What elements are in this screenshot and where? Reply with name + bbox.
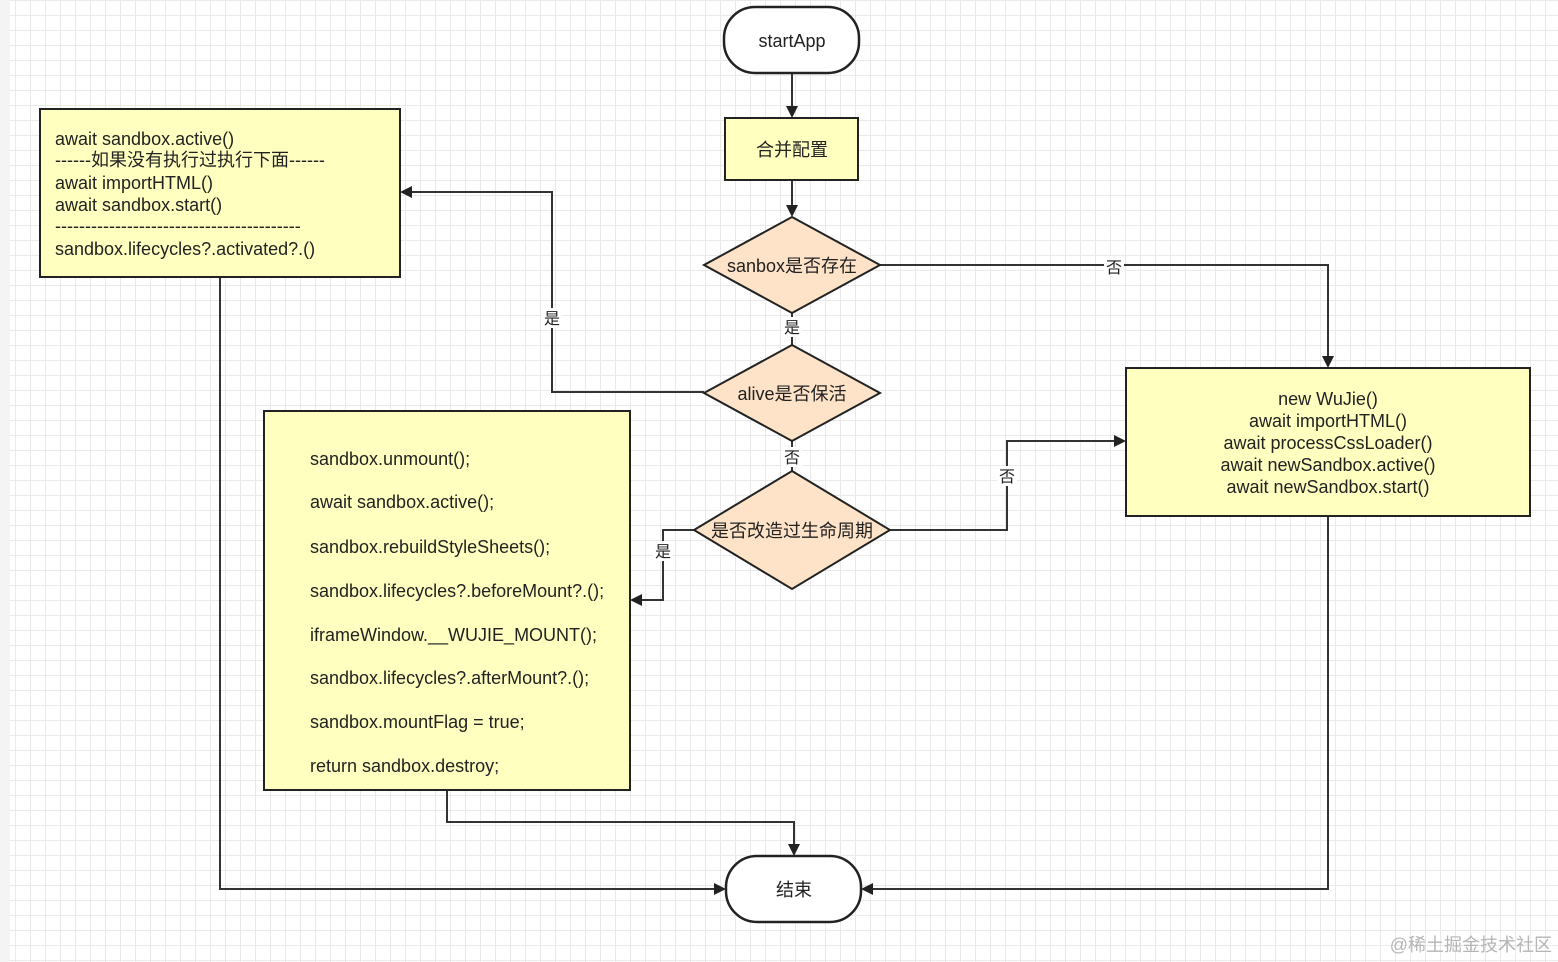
new-box-line: await newSandbox.active() — [1220, 455, 1435, 475]
lifecycle-decision: 是否改造过生命周期 — [692, 469, 892, 591]
end-label: 结束 — [776, 880, 812, 900]
svg-text:是: 是 — [544, 311, 560, 328]
edge-alive-active — [400, 186, 704, 393]
sandbox-active-box: await sandbox.active() ------如果没有执行过执行下面… — [39, 108, 401, 278]
edge-label-alive-no: 否 — [782, 447, 802, 467]
mount-box-line: sandbox.rebuildStyleSheets(); — [310, 537, 550, 557]
new-box-line: await processCssLoader() — [1223, 433, 1432, 453]
watermark: @稀土掘金技术社区 — [1390, 935, 1552, 955]
edge-label-sanbox-no: 否 — [1104, 256, 1124, 277]
new-box-line: new WuJie() — [1278, 389, 1378, 409]
mount-box-line: sandbox.lifecycles?.afterMount?.(); — [310, 668, 589, 688]
edge-lifecycle-mount — [630, 529, 694, 606]
sanbox-exists-decision: sanbox是否存在 — [701, 215, 883, 315]
svg-text:否: 否 — [999, 469, 1015, 486]
edge-label-alive-yes: 是 — [542, 308, 562, 328]
new-wujie-box: new WuJie() await importHTML() await pro… — [1125, 367, 1531, 517]
edge-mount-end — [446, 790, 800, 856]
start-label: startApp — [758, 31, 825, 51]
edge-label-lifecycle-no: 否 — [997, 466, 1017, 486]
mount-box-line: sandbox.mountFlag = true; — [310, 712, 525, 732]
mount-box-line: await sandbox.active(); — [310, 492, 494, 512]
edge-label-sanbox-yes: 是 — [782, 317, 802, 337]
edge-active-end — [219, 277, 726, 895]
left-rail — [0, 0, 10, 962]
sanbox-exists-label: sanbox是否存在 — [727, 256, 857, 276]
active-box-line: sandbox.lifecycles?.activated?.() — [55, 239, 315, 259]
merge-config-box: 合并配置 — [724, 117, 859, 181]
active-box-line: ------如果没有执行过执行下面------ — [55, 150, 325, 170]
sandbox-mount-box: sandbox.unmount(); await sandbox.active(… — [263, 410, 631, 791]
svg-text:否: 否 — [1106, 260, 1122, 277]
alive-decision: alive是否保活 — [701, 343, 883, 443]
edge-new-end — [861, 516, 1329, 895]
mount-box-line: return sandbox.destroy; — [310, 756, 499, 776]
edge-label-lifecycle-yes: 是 — [653, 541, 673, 561]
active-box-line: await sandbox.active() — [55, 129, 234, 149]
active-box-line: ----------------------------------------… — [55, 216, 301, 236]
merge-config-label: 合并配置 — [756, 140, 828, 160]
new-box-line: await newSandbox.start() — [1226, 477, 1429, 497]
mount-box-line: sandbox.lifecycles?.beforeMount?.(); — [310, 581, 604, 601]
edge-sanbox-new — [880, 264, 1334, 368]
svg-text:是: 是 — [655, 544, 671, 561]
alive-label: alive是否保活 — [737, 384, 846, 404]
mount-box-line: iframeWindow.__WUJIE_MOUNT(); — [310, 625, 597, 646]
start-terminal: startApp — [722, 5, 861, 75]
svg-text:是: 是 — [784, 320, 800, 337]
active-box-line: await sandbox.start() — [55, 195, 222, 215]
lifecycle-label: 是否改造过生命周期 — [711, 521, 873, 541]
svg-text:否: 否 — [784, 450, 800, 467]
active-box-line: await importHTML() — [55, 173, 213, 193]
mount-box-line: sandbox.unmount(); — [310, 449, 470, 469]
new-box-line: await importHTML() — [1249, 411, 1407, 431]
end-terminal: 结束 — [724, 854, 863, 924]
